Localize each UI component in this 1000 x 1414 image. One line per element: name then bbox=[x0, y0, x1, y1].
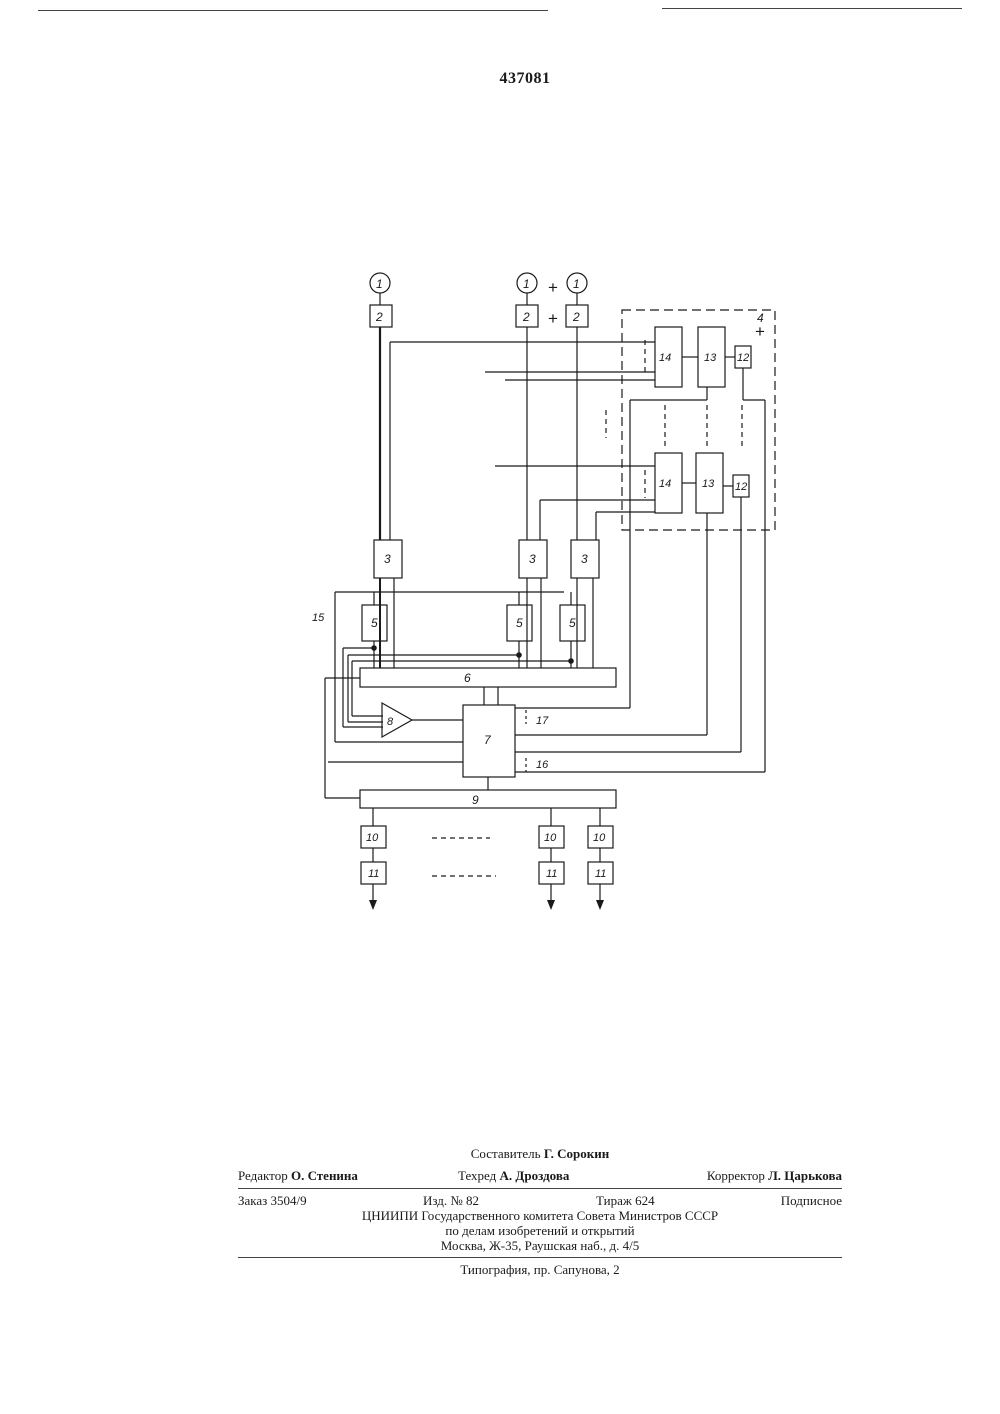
label-block-3-mid: 3 bbox=[529, 552, 536, 566]
techred-line: Техред А. Дроздова bbox=[458, 1168, 569, 1184]
order-number: Заказ 3504/9 bbox=[238, 1193, 307, 1209]
block-diagram: 1 1 1 + + + 2 2 2 4 14 14 13 13 12 12 3 … bbox=[0, 0, 1000, 1000]
label-block-14-bottom: 14 bbox=[659, 478, 671, 490]
label-group-4: 4 bbox=[757, 311, 764, 325]
address: Москва, Ж-35, Раушская наб., д. 4/5 bbox=[238, 1238, 842, 1254]
label-line-16: 16 bbox=[536, 759, 549, 771]
bus-6 bbox=[360, 668, 616, 687]
label-line-17: 17 bbox=[536, 715, 549, 727]
label-block-3-left: 3 bbox=[384, 552, 391, 566]
corrector-name: Л. Царькова bbox=[768, 1168, 842, 1183]
label-converter-mid: 2 bbox=[522, 310, 530, 324]
imprint-rule-top bbox=[238, 1188, 842, 1189]
label-block-10-mid: 10 bbox=[544, 832, 557, 844]
label-sensor-mid: 1 bbox=[523, 277, 530, 291]
bus-9 bbox=[360, 790, 616, 808]
compiler-name: Г. Сорокин bbox=[544, 1146, 609, 1161]
compiler-line: Составитель Г. Сорокин bbox=[238, 1146, 842, 1162]
label-block-13-bottom: 13 bbox=[702, 478, 715, 490]
label-block-11-left: 11 bbox=[368, 868, 379, 880]
label-sensor-left: 1 bbox=[376, 277, 383, 291]
editor-label: Редактор bbox=[238, 1168, 288, 1183]
plus-sign-mid: + bbox=[548, 309, 558, 328]
label-sensor-right: 1 bbox=[573, 277, 580, 291]
techred-label: Техред bbox=[458, 1168, 496, 1183]
label-block-5-right: 5 bbox=[569, 616, 576, 630]
corrector-label: Корректор bbox=[707, 1168, 765, 1183]
imprint-rule-bottom bbox=[238, 1257, 842, 1258]
corrector-line: Корректор Л. Царькова bbox=[707, 1168, 842, 1184]
label-converter-left: 2 bbox=[375, 310, 383, 324]
editor-name: О. Стенина bbox=[291, 1168, 358, 1183]
label-block-12-top: 12 bbox=[737, 352, 749, 364]
label-block-10-left: 10 bbox=[366, 832, 379, 844]
label-block-13-top: 13 bbox=[704, 352, 717, 364]
label-bus-6: 6 bbox=[464, 671, 471, 685]
subscription: Подписное bbox=[781, 1193, 842, 1209]
compiler-label: Составитель bbox=[471, 1146, 541, 1161]
label-block-5-mid: 5 bbox=[516, 616, 523, 630]
print-run: Тираж 624 bbox=[596, 1193, 655, 1209]
issue-number: Изд. № 82 bbox=[423, 1193, 479, 1209]
label-block-5-left: 5 bbox=[371, 616, 378, 630]
org-line-1: ЦНИИПИ Государственного комитета Совета … bbox=[238, 1208, 842, 1224]
label-block-14-top: 14 bbox=[659, 352, 671, 364]
plus-sign-top: + bbox=[548, 278, 558, 297]
label-converter-right: 2 bbox=[572, 310, 580, 324]
label-line-15: 15 bbox=[312, 612, 325, 624]
printing-house: Типография, пр. Сапунова, 2 bbox=[238, 1262, 842, 1278]
label-unit-7: 7 bbox=[484, 733, 492, 747]
label-block-11-right: 11 bbox=[595, 868, 606, 880]
label-block-12-bottom: 12 bbox=[735, 481, 747, 493]
org-line-2: по делам изобретений и открытий bbox=[238, 1223, 842, 1239]
label-block-10-right: 10 bbox=[593, 832, 606, 844]
label-block-11-mid: 11 bbox=[546, 868, 557, 880]
label-block-3-right: 3 bbox=[581, 552, 588, 566]
label-bus-9: 9 bbox=[472, 793, 479, 807]
editor-line: Редактор О. Стенина bbox=[238, 1168, 358, 1184]
techred-name: А. Дроздова bbox=[500, 1168, 570, 1183]
label-amp-8: 8 bbox=[387, 716, 394, 728]
